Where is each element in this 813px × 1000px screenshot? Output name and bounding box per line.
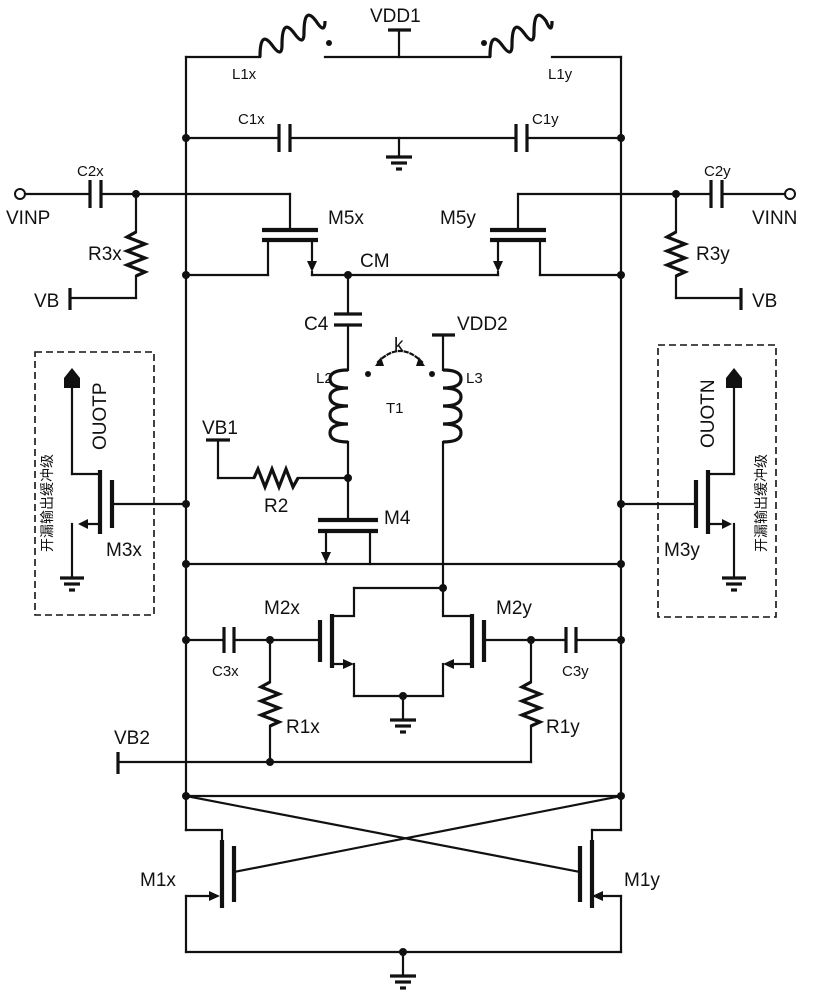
mid-rail <box>182 560 625 568</box>
transistor-m5x: M5x <box>262 192 364 277</box>
c4-label: C4 <box>304 314 329 335</box>
ouotp-label: OUOTP <box>90 382 111 450</box>
t1-label: T1 <box>386 400 404 417</box>
inductor-l1x: L1x <box>232 13 332 83</box>
capacitor-c3x-resistor-r1x: C3x R1x <box>182 627 322 764</box>
k-label: k <box>394 335 404 356</box>
vb2-label: VB2 <box>114 728 150 749</box>
vb1-label: VB1 <box>202 418 238 439</box>
r3y-label: R3y <box>696 244 730 265</box>
m4-label: M4 <box>384 508 411 529</box>
vb-left-label: VB <box>34 291 59 312</box>
transistor-m4: M4 <box>318 508 411 566</box>
m5x-label: M5x <box>328 208 364 229</box>
main-rails <box>184 55 623 832</box>
vdd2-label: VDD2 <box>457 314 508 335</box>
l3-label: L3 <box>466 370 483 387</box>
capacitor-c4: C4 <box>304 273 362 372</box>
m2x-label: M2x <box>264 598 300 619</box>
transistor-m5y: M5y <box>440 192 546 277</box>
ouotn-label: OUOTN <box>698 379 719 448</box>
transformer-t1: k L2 L3 T1 VDD2 <box>316 314 508 592</box>
output-buffer-left: OUOTP 开漏输出缓冲级 M3x <box>34 351 190 616</box>
r2-label: R2 <box>264 496 288 517</box>
vinp-label: VINP <box>6 208 50 229</box>
inductor-l1y: L1y <box>481 13 573 83</box>
m2-stage: M2x M2y <box>264 586 532 734</box>
m5y-label: M5y <box>440 208 476 229</box>
m1x-label: M1x <box>140 870 176 891</box>
c2x-label: C2x <box>77 163 104 180</box>
r1x-label: R1x <box>286 717 320 738</box>
c3y-label: C3y <box>562 663 589 680</box>
r3x-label: R3x <box>88 244 122 265</box>
cm-node: CM <box>182 251 625 279</box>
c1y-label: C1y <box>532 111 559 128</box>
c1x-label: C1x <box>238 111 265 128</box>
capacitor-c1x-c1y: C1x C1y <box>182 111 625 171</box>
cm-label: CM <box>360 251 390 272</box>
vdd1-supply: VDD1 <box>370 6 421 59</box>
m3x-label: M3x <box>106 540 142 561</box>
vb2-bias: VB2 <box>114 728 533 774</box>
buffer-left-label: 开漏输出缓冲级 <box>40 454 56 552</box>
c2y-label: C2y <box>704 163 731 180</box>
l1y-label: L1y <box>548 66 573 83</box>
vdd1-label: VDD1 <box>370 6 421 27</box>
l1x-label: L1x <box>232 66 257 83</box>
c3x-label: C3x <box>212 663 239 680</box>
resistor-r3x: R3x VB <box>34 192 150 312</box>
buffer-right-label: 开漏输出缓冲级 <box>754 454 770 552</box>
cross-coupled-pair: M1x M1y <box>140 792 660 990</box>
l2-label: L2 <box>316 370 333 387</box>
capacitor-c3y-resistor-r1y: C3y R1y <box>482 627 625 764</box>
m1y-label: M1y <box>624 870 660 891</box>
input-vinn: VINN C2y <box>516 163 797 229</box>
resistor-r2: VB1 R2 <box>202 418 352 517</box>
m2y-label: M2y <box>496 598 532 619</box>
vb-right-label: VB <box>752 291 777 312</box>
r1y-label: R1y <box>546 717 580 738</box>
resistor-r3y: R3y VB <box>662 192 777 312</box>
input-vinp: VINP C2x <box>6 163 292 229</box>
m3y-label: M3y <box>664 540 700 561</box>
vinn-label: VINN <box>752 208 797 229</box>
output-buffer-right: OUOTN 开漏输出缓冲级 M3y <box>617 344 777 618</box>
